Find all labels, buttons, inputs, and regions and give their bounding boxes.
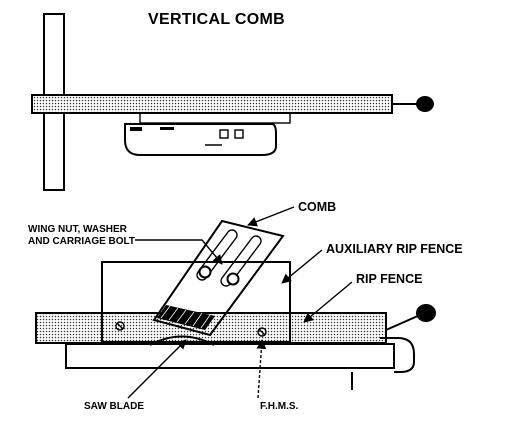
label-fhms: F.H.M.S. xyxy=(260,401,299,412)
top-fence-handle xyxy=(392,96,434,112)
rip-fence-handle xyxy=(385,304,436,331)
top-clamp-assembly xyxy=(124,112,291,156)
label-comb: COMB xyxy=(298,200,336,214)
comb-teeth xyxy=(157,305,215,330)
label-rip-fence: RIP FENCE xyxy=(356,272,422,286)
label-saw-blade: SAW BLADE xyxy=(84,401,144,412)
label-wing-nut-line2: AND CARRIAGE BOLT xyxy=(28,236,135,247)
saw-table xyxy=(65,337,415,390)
auxiliary-rip-fence-board xyxy=(101,261,291,343)
diagram-title: VERTICAL COMB xyxy=(148,11,285,28)
saw-blade xyxy=(149,335,215,346)
comb-piece xyxy=(152,219,285,337)
label-auxiliary-rip-fence: AUXILIARY RIP FENCE xyxy=(326,242,463,256)
top-fence-bar xyxy=(31,94,393,114)
label-wing-nut-line1: WING NUT, WASHER xyxy=(28,224,128,235)
